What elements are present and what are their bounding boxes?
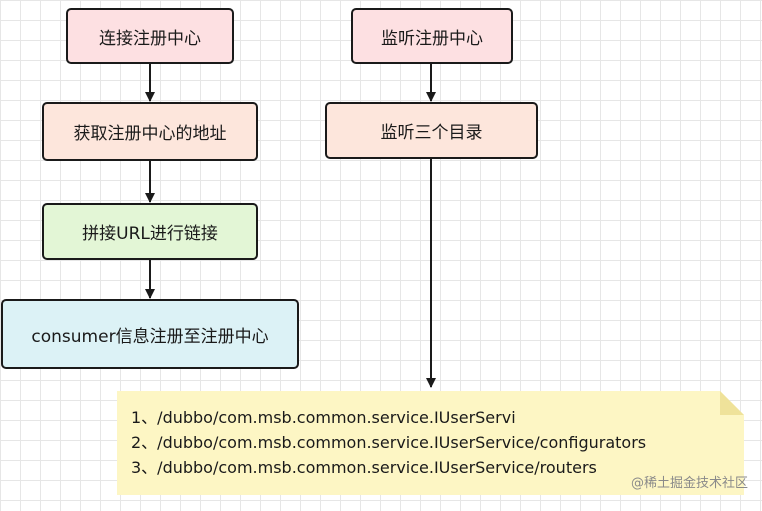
note-line-2: 2、/dubbo/com.msb.common.service.IUserSer… <box>131 433 647 452</box>
node-listen-registry: 监听注册中心 <box>351 8 513 64</box>
watermark: @稀土掘金技术社区 <box>630 476 748 491</box>
node-consumer-register: consumer信息注册至注册中心 <box>1 299 299 369</box>
note-line-1: 1、/dubbo/com.msb.common.service.IUserSer… <box>131 408 516 427</box>
node-consumer-register-label: consumer信息注册至注册中心 <box>31 326 269 347</box>
node-get-registry-address: 获取注册中心的地址 <box>42 102 258 161</box>
node-get-registry-address-label: 获取注册中心的地址 <box>73 124 227 144</box>
directory-note: 1、/dubbo/com.msb.common.service.IUserSer… <box>117 391 744 495</box>
note-lines: 1、/dubbo/com.msb.common.service.IUserSer… <box>131 405 734 480</box>
node-listen-three-dirs: 监听三个目录 <box>325 102 538 159</box>
node-listen-three-dirs-label: 监听三个目录 <box>380 123 483 143</box>
note-line-3: 3、/dubbo/com.msb.common.service.IUserSer… <box>131 458 597 477</box>
node-connect-registry-label: 连接注册中心 <box>99 28 201 49</box>
note-shape <box>117 391 744 495</box>
node-connect-registry: 连接注册中心 <box>66 8 234 64</box>
node-listen-registry-label: 监听注册中心 <box>381 28 483 49</box>
node-build-url-connect-label: 拼接URL进行链接 <box>82 224 218 244</box>
node-build-url-connect: 拼接URL进行链接 <box>42 203 258 260</box>
